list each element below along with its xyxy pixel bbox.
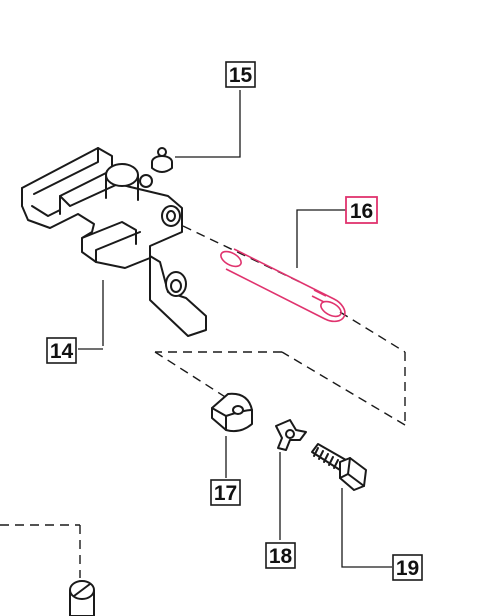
callout-19-label: 19 xyxy=(396,557,419,580)
callout-15-label: 15 xyxy=(229,64,253,87)
callout-14-label: 14 xyxy=(50,340,74,363)
callout-18-box: 18 xyxy=(265,542,296,569)
lower-left-screw-part xyxy=(69,580,95,616)
part-17-half-round-block xyxy=(211,392,253,433)
bracket-left-diagonal xyxy=(154,351,231,401)
part-18-wing-nut xyxy=(275,419,307,451)
callout-17-box: 17 xyxy=(210,479,241,506)
callout-16-box: 16 xyxy=(345,196,378,224)
callout-14-box: 14 xyxy=(46,337,77,364)
leader-15 xyxy=(175,90,241,158)
callout-17-label: 17 xyxy=(214,482,237,505)
part-14-lever-bracket xyxy=(21,147,207,337)
leader-lines xyxy=(78,90,392,568)
callout-16-label: 16 xyxy=(350,200,373,223)
assembly-dashed-lines xyxy=(0,225,406,578)
part-16-pin xyxy=(220,248,346,323)
pin-alignment-line-right xyxy=(339,311,406,353)
callout-18-label: 18 xyxy=(269,545,293,568)
callout-15-box: 15 xyxy=(225,61,256,88)
callout-19-box: 19 xyxy=(392,554,423,581)
part-15-screw-cap xyxy=(151,147,173,173)
part-19-hex-bolt xyxy=(311,443,367,491)
bracket-lower-diagonal xyxy=(281,351,406,426)
leader-19 xyxy=(341,488,392,568)
leader-16 xyxy=(296,209,346,268)
